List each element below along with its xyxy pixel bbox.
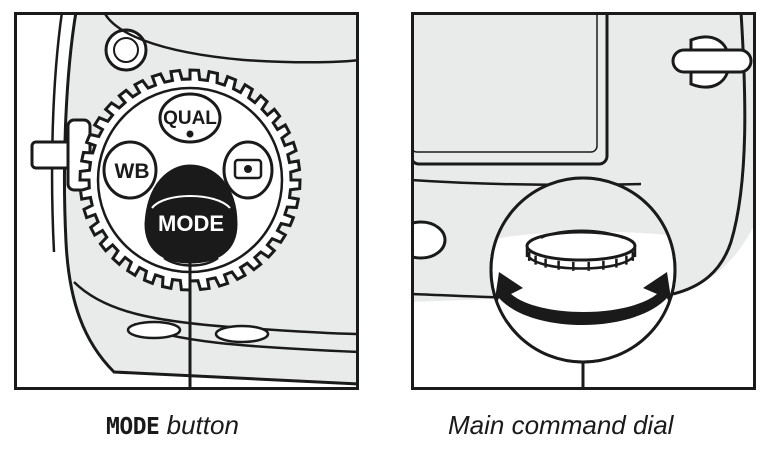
small-knob (104, 28, 148, 72)
body-top-curve (102, 12, 359, 64)
rear-lcd (411, 12, 609, 166)
viewfinder-lever (671, 35, 753, 89)
mode-button-caption: MODE button (106, 410, 239, 441)
body-right-edge (672, 12, 747, 296)
rotation-arrow-icon (493, 272, 673, 325)
base-foot-right (214, 324, 270, 344)
camera-rear-drawing (411, 12, 756, 390)
dial-teeth (525, 248, 637, 271)
magnifier-circle (489, 176, 677, 364)
qual-button[interactable]: QUAL (158, 92, 222, 144)
main-command-dial-caption: Main command dial (448, 410, 674, 440)
panel-frame (411, 12, 756, 390)
wb-button-label: WB (115, 160, 150, 183)
mode-button-illustration: QUAL WB MODE (14, 12, 359, 390)
magnifier-body-area (491, 231, 675, 362)
main-command-dial-illustration (411, 12, 756, 390)
camera-top-left-drawing: QUAL WB MODE (14, 12, 359, 390)
panel-frame (14, 12, 359, 390)
main-command-dial[interactable] (525, 230, 637, 262)
qual-dot (186, 130, 194, 138)
dial-top-edge (540, 229, 624, 239)
camera-body-edge (14, 12, 359, 390)
strap-lug (30, 140, 74, 170)
base-foot-left (126, 320, 182, 340)
caption-button-suffix: button (166, 410, 239, 440)
metering-icon (233, 158, 263, 180)
metering-button[interactable] (222, 140, 274, 200)
qual-button-label: QUAL (163, 108, 217, 129)
body-contour-line (50, 12, 64, 253)
caption-button-name: MODE (106, 414, 160, 440)
rear-button (411, 220, 447, 260)
wb-button[interactable]: WB (102, 140, 158, 200)
mode-button[interactable]: MODE (144, 164, 238, 267)
rear-lcd-inner (411, 12, 598, 153)
small-knob-inner (113, 37, 139, 63)
mode-button-label: MODE (158, 211, 224, 236)
